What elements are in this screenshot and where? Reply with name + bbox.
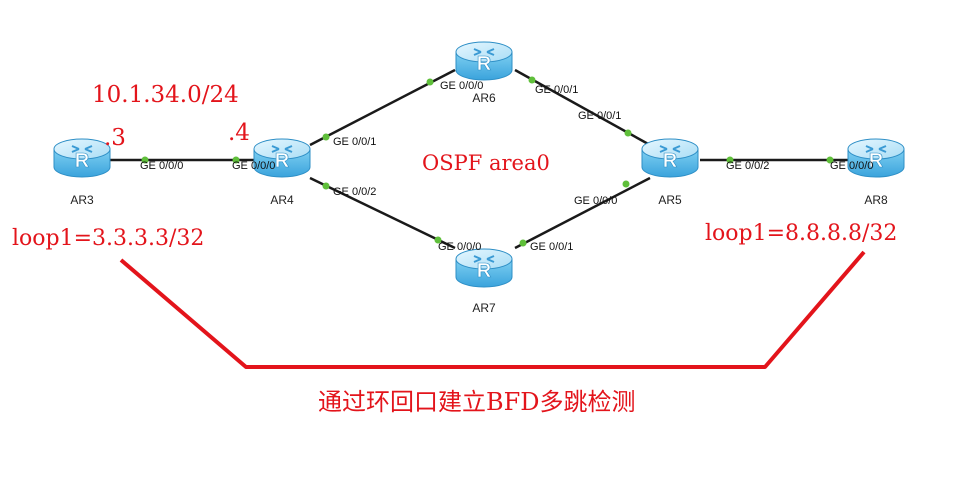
link-ar7-ar5 [514,176,651,250]
router-glyph: R [477,53,492,75]
router-glyph: R [663,150,678,172]
port-label-ar6-ge000: GE 0/0/0 [440,80,483,92]
router-glyph: R [869,150,884,172]
port-dot [232,156,240,164]
ar3-host-octet: .3 [104,125,126,151]
router-glyph: R [75,150,90,172]
port-dot [434,236,442,244]
bfd-caption: 通过环回口建立BFD多跳检测 [318,388,636,416]
bfd-multihop-path [119,250,866,369]
router-name-ar6: AR6 [472,91,496,105]
router-ar4[interactable]: R [253,138,311,178]
port-dot [726,156,734,164]
port-label-ar4-ge002: GE 0/0/2 [333,186,376,198]
ospf-area-label: OSPF area0 [422,151,550,175]
router-name-ar4: AR4 [270,193,294,207]
router-name-ar8: AR8 [864,193,888,207]
port-dot [322,182,330,190]
port-label-ar5-ge002: GE 0/0/2 [726,160,769,172]
port-label-ar4-ge000: GE 0/0/0 [232,160,275,172]
port-dot [624,129,632,137]
router-ar6[interactable]: R [455,41,513,81]
router-ar7[interactable]: R [455,248,513,288]
port-label-ar6-ge001: GE 0/0/1 [535,84,578,96]
port-dot [622,180,630,188]
ar8-loopback-label: loop1=8.8.8.8/32 [705,221,897,246]
router-name-ar5: AR5 [658,193,682,207]
router-ar3[interactable]: R [53,138,111,178]
port-label-ar5-ge001: GE 0/0/1 [578,110,621,122]
port-label-ar5-ge000: GE 0/0/0 [574,195,617,207]
port-label-ar3-ge000: GE 0/0/0 [140,160,183,172]
router-glyph: R [477,260,492,282]
subnet-label: 10.1.34.0/24 [92,82,239,108]
port-label-ar7-ge001: GE 0/0/1 [530,241,573,253]
ar3-loopback-label: loop1=3.3.3.3/32 [12,226,204,251]
port-label-ar7-ge000: GE 0/0/0 [438,241,481,253]
port-dot [141,156,149,164]
router-ar5[interactable]: R [641,138,699,178]
router-name-ar3: AR3 [70,193,94,207]
link-ar4-ar7 [309,176,456,250]
port-dot [826,156,834,164]
router-ar8[interactable]: R [847,138,905,178]
port-dot [519,239,527,247]
port-dot [426,78,434,86]
port-label-ar4-ge001: GE 0/0/1 [333,136,376,148]
router-name-ar7: AR7 [472,301,496,315]
port-dot [322,133,330,141]
port-dot [528,76,536,84]
port-dots [141,76,834,247]
router-glyph: R [275,150,290,172]
port-label-ar8-ge000: GE 0/0/0 [830,160,873,172]
ar4-host-octet: .4 [228,120,250,146]
